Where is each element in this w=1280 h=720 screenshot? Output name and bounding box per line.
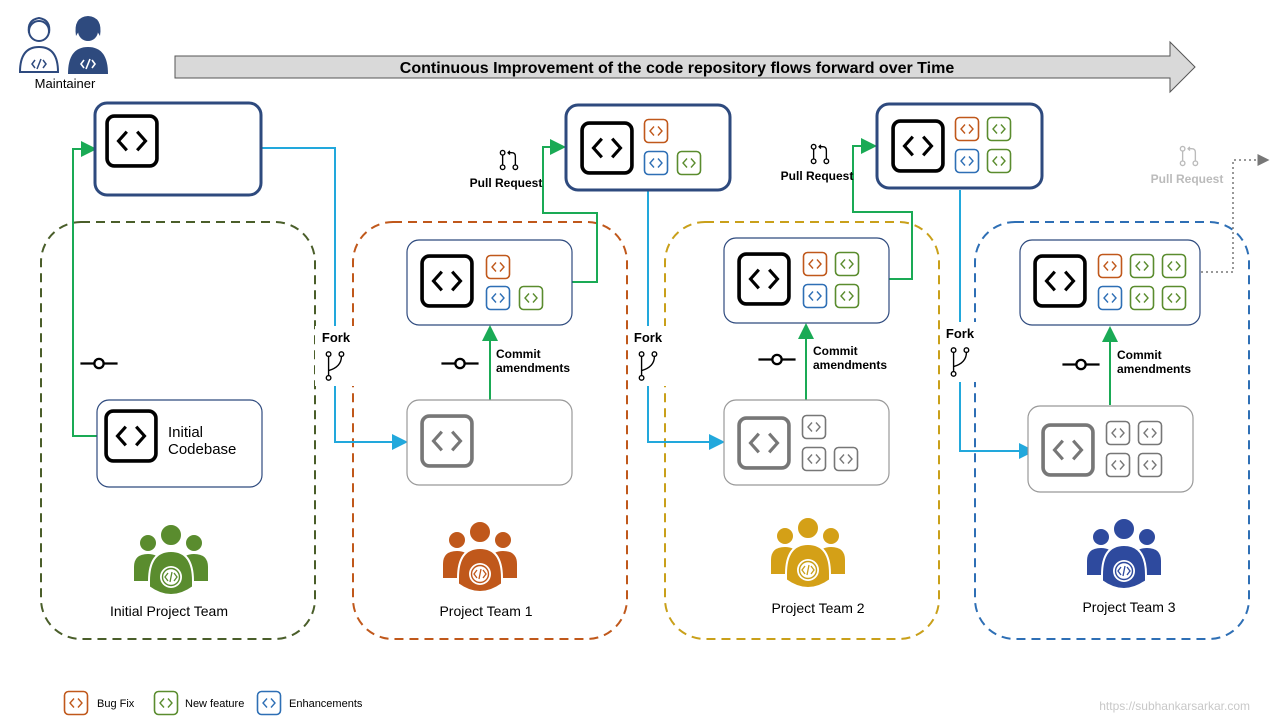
maintainer-female-solid-icon — [68, 16, 108, 74]
pr2-label: Pull Request — [781, 169, 854, 183]
initial-team-container — [40, 221, 316, 640]
code-icon — [1137, 452, 1163, 478]
fork3-label-bg — [940, 322, 980, 382]
code-icon — [737, 252, 791, 306]
footer-url: https://subhankarsarkar.com — [1099, 699, 1250, 713]
bug-fix-icon — [485, 254, 511, 280]
timeline-arrow — [174, 40, 1196, 94]
bug-fix-icon — [954, 116, 980, 142]
enhancement-icon — [485, 285, 511, 311]
team2-icon — [770, 516, 846, 589]
team1-commit-line1: Commit — [496, 347, 541, 361]
fork1-label: Fork — [322, 330, 351, 345]
pr1-line — [542, 139, 598, 283]
team1-icon — [442, 520, 518, 593]
code-icon — [1041, 423, 1095, 477]
team2-commit-line1: Commit — [813, 344, 858, 358]
legend-enhancements-icon — [256, 690, 282, 716]
initial-push-line — [72, 141, 97, 437]
new-feature-icon — [676, 150, 702, 176]
team3-commit-icon — [1062, 358, 1100, 371]
code-icon — [801, 414, 827, 440]
new-feature-icon — [1161, 285, 1187, 311]
legend-enhancements-label: Enhancements — [289, 698, 363, 710]
code-icon — [1033, 254, 1087, 308]
bug-fix-icon — [802, 251, 828, 277]
team1-label: Project Team 1 — [439, 603, 532, 619]
enhancement-icon — [802, 283, 828, 309]
code-icon — [833, 446, 859, 472]
code-icon — [420, 414, 474, 468]
fork3-line — [959, 190, 1035, 459]
pr2-line — [852, 138, 913, 280]
pr1-label: Pull Request — [470, 176, 543, 190]
team3-commit-line1: Commit — [1117, 348, 1162, 362]
code-icon — [1137, 420, 1163, 446]
new-feature-icon — [834, 251, 860, 277]
code-icon — [891, 119, 945, 173]
legend-bug-fix-icon — [63, 690, 89, 716]
initial-team-icon — [133, 523, 209, 596]
team3-icon — [1086, 517, 1162, 590]
bug-fix-icon — [1097, 253, 1123, 279]
new-feature-icon — [1161, 253, 1187, 279]
code-icon — [801, 446, 827, 472]
pr3-future-line — [1201, 154, 1270, 273]
new-feature-icon — [518, 285, 544, 311]
code-icon — [104, 409, 158, 463]
legend-new-feature-icon — [153, 690, 179, 716]
maintainer-female-outline-icon — [18, 16, 60, 73]
code-icon — [737, 416, 791, 470]
fork2-label: Fork — [634, 330, 663, 345]
code-icon — [105, 114, 159, 168]
fork1-label-bg — [315, 326, 355, 386]
new-feature-icon — [1129, 285, 1155, 311]
pr1-icon — [499, 149, 519, 171]
team2-commit-line2: amendments — [813, 358, 887, 372]
team2-label: Project Team 2 — [771, 600, 864, 616]
legend-bug-fix-label: Bug Fix — [97, 698, 135, 710]
team1-commit-line2: amendments — [496, 361, 570, 375]
new-feature-icon — [1129, 253, 1155, 279]
fork2-line — [647, 190, 725, 450]
maintainer-label: Maintainer — [35, 76, 96, 91]
pr3-label: Pull Request — [1151, 172, 1224, 186]
initial-codebase-line1: Initial — [168, 424, 203, 441]
code-icon — [1105, 452, 1131, 478]
pr3-icon — [1179, 145, 1199, 167]
enhancement-icon — [643, 150, 669, 176]
new-feature-icon — [834, 283, 860, 309]
team3-commit-line2: amendments — [1117, 362, 1191, 376]
team2-commit-icon — [758, 353, 796, 366]
timeline-text: Continuous Improvement of the code repos… — [400, 60, 955, 77]
code-icon — [420, 254, 474, 308]
initial-team-label: Initial Project Team — [110, 603, 228, 619]
team1-commit-icon — [441, 357, 479, 370]
pr2-icon — [810, 143, 830, 165]
code-icon — [1105, 420, 1131, 446]
enhancement-icon — [1097, 285, 1123, 311]
team3-label: Project Team 3 — [1082, 599, 1175, 615]
fork3-label: Fork — [946, 326, 975, 341]
code-icon — [580, 121, 634, 175]
enhancement-icon — [954, 148, 980, 174]
fork2-label-bg — [628, 326, 668, 386]
bug-fix-icon — [643, 118, 669, 144]
initial-commit-icon — [80, 357, 118, 370]
team3-container — [974, 221, 1250, 640]
team1-container — [352, 221, 628, 640]
initial-codebase-line2: Codebase — [168, 441, 236, 458]
new-feature-icon — [986, 148, 1012, 174]
fork1-line — [261, 147, 408, 450]
legend-new-feature-label: New feature — [185, 698, 244, 710]
new-feature-icon — [986, 116, 1012, 142]
team2-container — [664, 221, 940, 640]
